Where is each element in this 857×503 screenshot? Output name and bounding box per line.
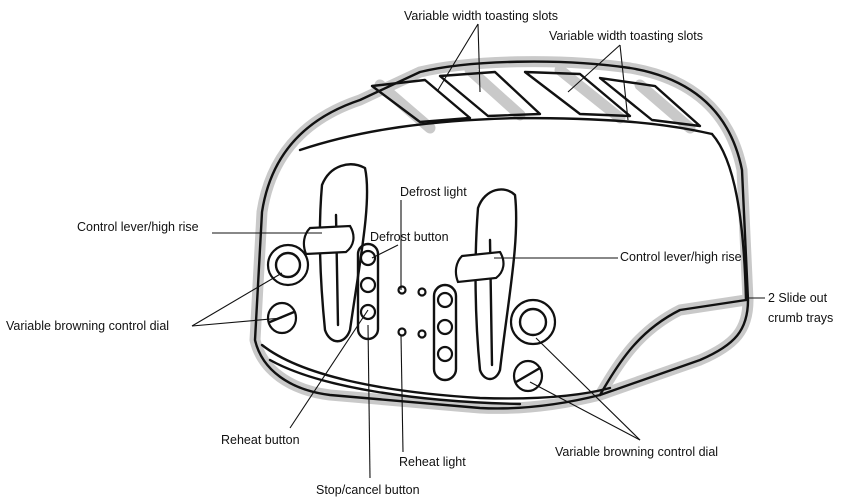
diagram-labels: Variable width toasting slots Variable w… — [6, 9, 833, 497]
label-dial-right: Variable browning control dial — [555, 445, 718, 459]
label-lever-left: Control lever/high rise — [77, 220, 199, 234]
label-lever-right: Control lever/high rise — [620, 250, 742, 264]
label-stop-cancel-button: Stop/cancel button — [316, 483, 420, 497]
toaster-body — [253, 60, 750, 410]
center-control-panel — [356, 242, 458, 382]
label-crumb-trays-line1: 2 Slide out — [768, 291, 828, 305]
label-defrost-light: Defrost light — [400, 185, 467, 199]
right-dials — [509, 298, 557, 393]
label-slots-left: Variable width toasting slots — [404, 9, 558, 23]
label-crumb-trays-line2: crumb trays — [768, 311, 833, 325]
label-reheat-light: Reheat light — [399, 455, 466, 469]
left-dials — [266, 243, 310, 335]
toasting-slots — [370, 70, 702, 128]
label-slots-right: Variable width toasting slots — [549, 29, 703, 43]
label-dial-left: Variable browning control dial — [6, 319, 169, 333]
label-defrost-button: Defrost button — [370, 230, 449, 244]
leader-lines — [191, 23, 765, 479]
label-reheat-button: Reheat button — [221, 433, 300, 447]
right-lever-assembly — [454, 188, 518, 381]
